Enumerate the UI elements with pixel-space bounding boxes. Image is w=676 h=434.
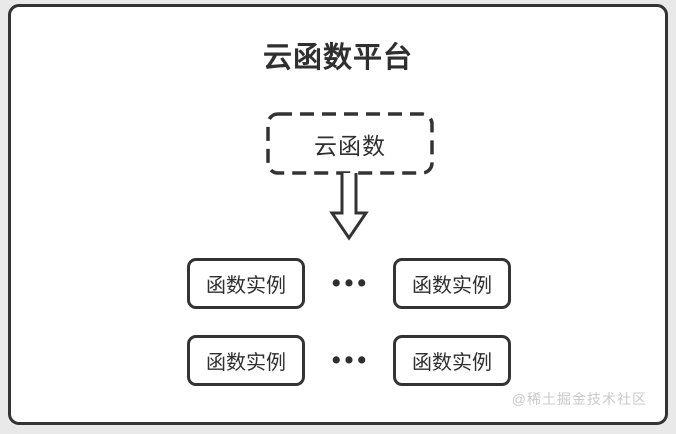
function-instance-label: 函数实例 — [206, 352, 286, 374]
function-instance-node: 函数实例 — [393, 335, 511, 386]
diagram-frame: 云函数平台 云函数 函数实例 ••• 函数实例 函数实例 ••• 函数实例 @稀… — [8, 4, 668, 425]
function-instance-node: 函数实例 — [187, 335, 305, 386]
function-instance-label: 函数实例 — [412, 275, 492, 297]
watermark: @稀土掘金技术社区 — [511, 391, 647, 407]
function-instance-node: 函数实例 — [187, 258, 305, 309]
cloud-function-node: 云函数 — [266, 112, 434, 175]
function-instance-node: 函数实例 — [393, 258, 511, 309]
function-instance-label: 函数实例 — [206, 275, 286, 297]
ellipsis-dots: ••• — [331, 268, 371, 297]
down-arrow-icon — [329, 173, 369, 241]
cloud-function-label: 云函数 — [314, 132, 386, 159]
function-instance-label: 函数实例 — [412, 352, 492, 374]
diagram-title: 云函数平台 — [262, 42, 413, 74]
ellipsis-dots: ••• — [331, 345, 371, 374]
